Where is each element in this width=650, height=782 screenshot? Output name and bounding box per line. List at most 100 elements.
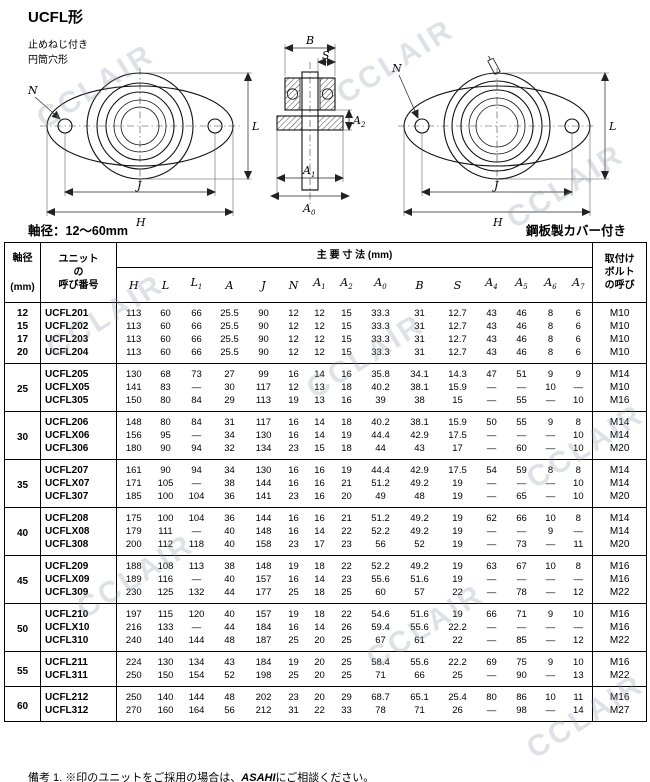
dimension-value-cell: 118	[188, 539, 205, 550]
dimension-value-cell: —	[191, 526, 202, 537]
dimension-value-cell: 12	[573, 635, 584, 646]
page-title: UCFL形	[28, 9, 83, 26]
dimension-value-cell: 51.2	[371, 513, 390, 524]
dimension-value-cell: 9	[547, 369, 554, 380]
dimension-value-cell: 58.4	[371, 657, 390, 668]
dimension-value-cell: 52	[224, 670, 235, 681]
dimensions-table: 軸径 (mm) ユニット の 呼び番号 主 要 寸 法 (mm) 取付け ボルト…	[4, 242, 648, 722]
dimension-value-cell: 32	[224, 443, 235, 454]
shaft-diameter-cell: 30	[4, 411, 41, 460]
dimension-value-cell: 51.6	[410, 574, 429, 585]
dim-label-j: J	[135, 179, 142, 192]
dimension-value-cell: 10	[573, 657, 584, 668]
dimension-value-cell: 14	[314, 417, 325, 428]
dimension-value-cell: —	[486, 526, 497, 537]
shaft-diameter-cell: 40	[4, 507, 41, 556]
bore-type-note: 止めねじ付き 円筒穴形	[28, 38, 88, 68]
dimension-value-cell: 8	[547, 465, 554, 476]
dimension-value-cell: 16	[288, 478, 299, 489]
dimension-value-cell: 16	[314, 465, 325, 476]
dimension-value-cell: —	[545, 705, 556, 716]
unit-number-cell: UCFLX05	[40, 381, 117, 394]
dimension-value-cell: 39	[375, 395, 386, 406]
bolt-size-cell: M14	[592, 477, 647, 490]
unit-number-cell: UCFL204	[40, 346, 117, 364]
dimension-value-cell: 16	[288, 622, 299, 633]
bolt-size-cell: M20	[592, 490, 647, 508]
dimension-value-cell: 54.6	[371, 609, 390, 620]
dim-column-header: A	[225, 278, 234, 292]
dimension-value-cell: 34.1	[410, 369, 429, 380]
dimension-value-cell: 60	[160, 334, 171, 345]
dimension-value-cell: 157	[255, 574, 272, 585]
dimension-value-cell: 48	[414, 491, 425, 502]
dimension-value-cell: 19	[452, 539, 463, 550]
dimension-value-cell: 19	[288, 657, 299, 668]
dimension-value-cell: 212	[255, 705, 272, 716]
dimension-value-cell: —	[191, 430, 202, 441]
dimension-value-cell: 9	[575, 369, 581, 380]
dimension-value-cell: 113	[188, 561, 205, 572]
dimension-value-cell: 11	[573, 692, 584, 703]
shaft-diameter-cell: 55	[4, 651, 41, 687]
dimension-value-cell: 9	[547, 657, 554, 668]
dimension-value-cell: 38	[224, 561, 235, 572]
dimension-value-cell: 19	[452, 574, 463, 585]
dimension-value-cell: 29	[224, 395, 235, 406]
shaft-diameter-cell: 35	[4, 459, 41, 508]
dimension-value-cell: 51	[516, 369, 527, 380]
shaft-column-header: 軸径 (mm)	[4, 242, 41, 303]
dim-label-h2: H	[492, 216, 503, 229]
dimension-value-cell: —	[486, 443, 497, 454]
dimension-value-cell: 21	[341, 513, 352, 524]
dimension-value-cell: —	[191, 478, 202, 489]
dimension-value-cell: 22	[341, 526, 352, 537]
dimension-value-cell: 12.7	[448, 347, 467, 358]
dimension-value-cell: 157	[255, 609, 272, 620]
dimension-value-cell: 50	[486, 417, 497, 428]
dimension-value-cell: 18	[341, 382, 352, 393]
unit-number-cell: UCFL208	[40, 507, 117, 525]
dimension-value-cell: 66	[191, 347, 202, 358]
dimension-value-cell: —	[486, 670, 497, 681]
dimension-value-cell: 148	[125, 417, 142, 428]
dimension-value-cell: 33.3	[371, 347, 390, 358]
dim-column-header: H	[128, 278, 139, 292]
dimension-value-cell: 25	[341, 587, 352, 598]
dimension-value-cell: —	[573, 622, 584, 633]
unit-number-cell: UCFL206	[40, 411, 117, 429]
dimension-value-cell: —	[516, 574, 527, 585]
dimension-value-cell: 25	[288, 670, 299, 681]
dimension-value-cell: 20	[341, 491, 352, 502]
dimension-value-cell: 19	[452, 609, 463, 620]
dimension-value-cell: 49.2	[410, 513, 429, 524]
dimension-value-cell: —	[573, 574, 584, 585]
dimension-value-cell: —	[486, 587, 497, 598]
dimension-value-cell: 141	[125, 382, 142, 393]
dimension-value-cell: 22	[314, 705, 325, 716]
dimension-value-cell: 52.2	[371, 561, 390, 572]
dimension-value-cell: 117	[255, 417, 272, 428]
dimension-value-cell: 8	[547, 347, 554, 358]
dimension-value-cell: 111	[158, 526, 173, 537]
dimension-value-cell: 66	[516, 513, 527, 524]
dim-column-header: A2	[340, 275, 353, 292]
dimension-value-cell: 43	[486, 321, 497, 332]
dimension-value-cell: 158	[255, 539, 272, 550]
dimension-value-cell: 42.9	[410, 465, 429, 476]
dimension-value-cell: 16	[288, 574, 299, 585]
unit-number-cell: UCFL305	[40, 394, 117, 412]
dimension-value-cell: 164	[188, 705, 205, 716]
dimension-value-cell: 15.9	[448, 382, 467, 393]
dimension-value-cell: 66	[191, 308, 202, 319]
dimension-value-cell: —	[486, 478, 497, 489]
dimension-value-cell: 31	[414, 334, 425, 345]
dimension-value-cell: —	[545, 539, 556, 550]
dimension-value-cell: 12	[288, 347, 299, 358]
unit-number-cell: UCFL307	[40, 490, 117, 508]
dimension-value-cell: 113	[126, 334, 142, 345]
dimension-value-cell: 35.8	[371, 369, 390, 380]
